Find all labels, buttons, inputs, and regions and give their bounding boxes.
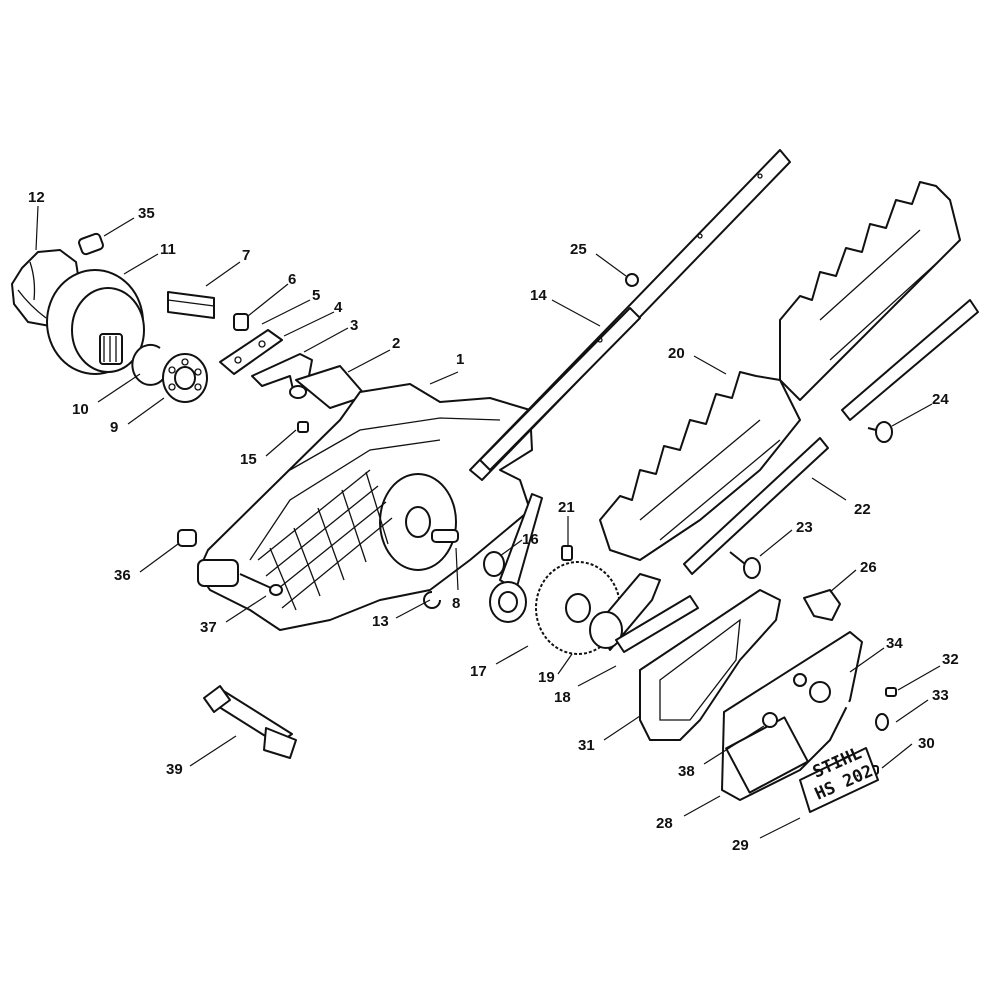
part-37-bolt: [239, 573, 283, 596]
callout-10: 10: [72, 401, 89, 418]
callout-32: 32: [942, 651, 959, 668]
callout-25: 25: [570, 241, 587, 258]
part-17-connecting-rod: [489, 493, 543, 623]
callout-12: 12: [28, 189, 45, 206]
part-15-screw: [297, 421, 309, 433]
part-25-nut: [625, 273, 639, 287]
part-36-sleeve: [177, 529, 197, 547]
callout-4: 4: [334, 299, 343, 316]
part-3-lever: [251, 353, 313, 399]
callout-8: 8: [452, 595, 460, 612]
part-8-shaft: [431, 529, 459, 543]
callout-14: 14: [530, 287, 547, 304]
callout-30: 30: [918, 735, 935, 752]
callout-5: 5: [312, 287, 320, 304]
callout-19: 19: [538, 669, 555, 686]
callout-34: 34: [886, 635, 903, 652]
callout-20: 20: [668, 345, 685, 362]
part-11-clutch-drum: [46, 269, 145, 375]
part-9-ball-bearing: [162, 353, 208, 403]
callout-7: 7: [242, 247, 250, 264]
part-18-connecting-link: [589, 573, 699, 653]
part-1-gear-housing: [197, 383, 533, 631]
part-5-plate: [219, 329, 283, 375]
callout-16: 16: [522, 531, 539, 548]
part-7-pad: [167, 291, 215, 319]
part-26-clip: [803, 589, 841, 621]
callout-36: 36: [114, 567, 131, 584]
part-6-screw: [233, 313, 249, 331]
part-16-needle-bearing: [483, 551, 505, 577]
callout-1: 1: [456, 351, 464, 368]
callout-18: 18: [554, 689, 571, 706]
callout-23: 23: [796, 519, 813, 536]
part-35-sleeve: [78, 232, 104, 256]
callout-numbers: 1 2 3 4 5 6 7 8 9 10 11 12 13 14 15 16 1…: [28, 189, 959, 854]
part-21-pin: [561, 545, 573, 561]
leader-lines: [35, 205, 941, 839]
callout-33: 33: [932, 687, 949, 704]
callout-13: 13: [372, 613, 389, 630]
part-20-cutter-blade-lower: [599, 371, 801, 561]
callout-15: 15: [240, 451, 257, 468]
callout-9: 9: [110, 419, 118, 436]
part-38-screw: [762, 712, 778, 728]
callout-21: 21: [558, 499, 575, 516]
callout-31: 31: [578, 737, 595, 754]
callout-28: 28: [656, 815, 673, 832]
part-22-guide-strip: [683, 299, 979, 575]
callout-29: 29: [732, 837, 749, 854]
part-14-guide-bar: [469, 149, 791, 481]
callout-11: 11: [160, 241, 176, 258]
part-28-cover-plate: [721, 631, 863, 801]
callout-17: 17: [470, 663, 487, 680]
callout-24: 24: [932, 391, 949, 408]
callout-3: 3: [350, 317, 358, 334]
callout-39: 39: [166, 761, 183, 778]
part-39-combination-wrench: [203, 685, 297, 759]
part-23-bolt: [729, 551, 761, 579]
callout-2: 2: [392, 335, 400, 352]
callout-37: 37: [200, 619, 217, 636]
part-13-circlip: [423, 591, 441, 609]
part-10-circlip: [131, 343, 165, 386]
part-20-cutter-blade: [779, 181, 961, 401]
part-32-screw: [885, 687, 897, 697]
part-31-gasket: [639, 589, 781, 741]
part-24-bolt: [867, 421, 893, 443]
callout-35: 35: [138, 205, 155, 222]
part-34-pin: [832, 695, 889, 731]
callout-22: 22: [854, 501, 871, 518]
callout-38: 38: [678, 763, 695, 780]
callout-26: 26: [860, 559, 877, 576]
callout-6: 6: [288, 271, 296, 288]
